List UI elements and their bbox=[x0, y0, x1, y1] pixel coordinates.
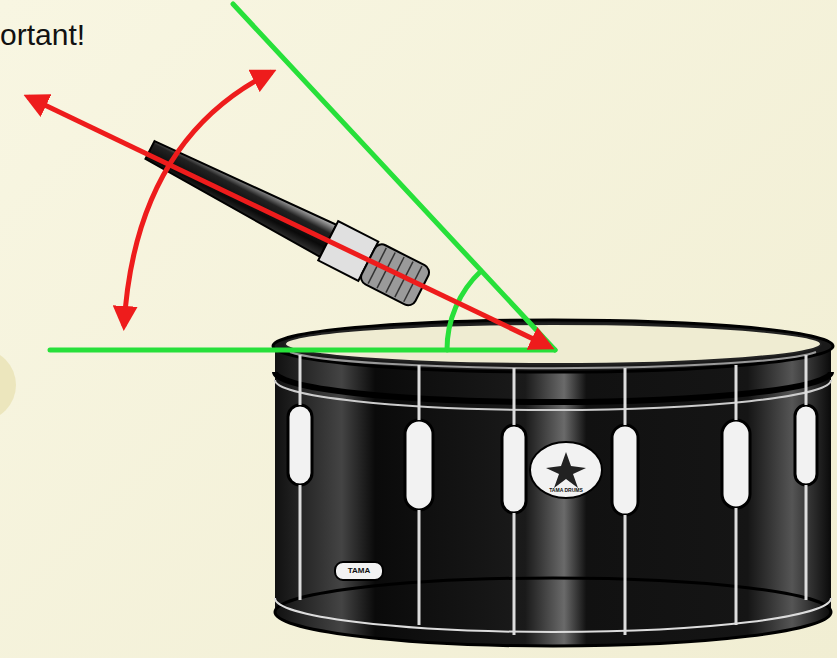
nameplate-text: TAMA bbox=[348, 567, 371, 576]
badge-text: TAMA DRUMS bbox=[549, 488, 583, 494]
slide-title: ortant! bbox=[0, 18, 85, 51]
direction-arrows bbox=[28, 72, 550, 347]
snare-drum bbox=[273, 320, 833, 646]
slide-bullet bbox=[0, 349, 16, 421]
angle-lines bbox=[50, 4, 555, 350]
